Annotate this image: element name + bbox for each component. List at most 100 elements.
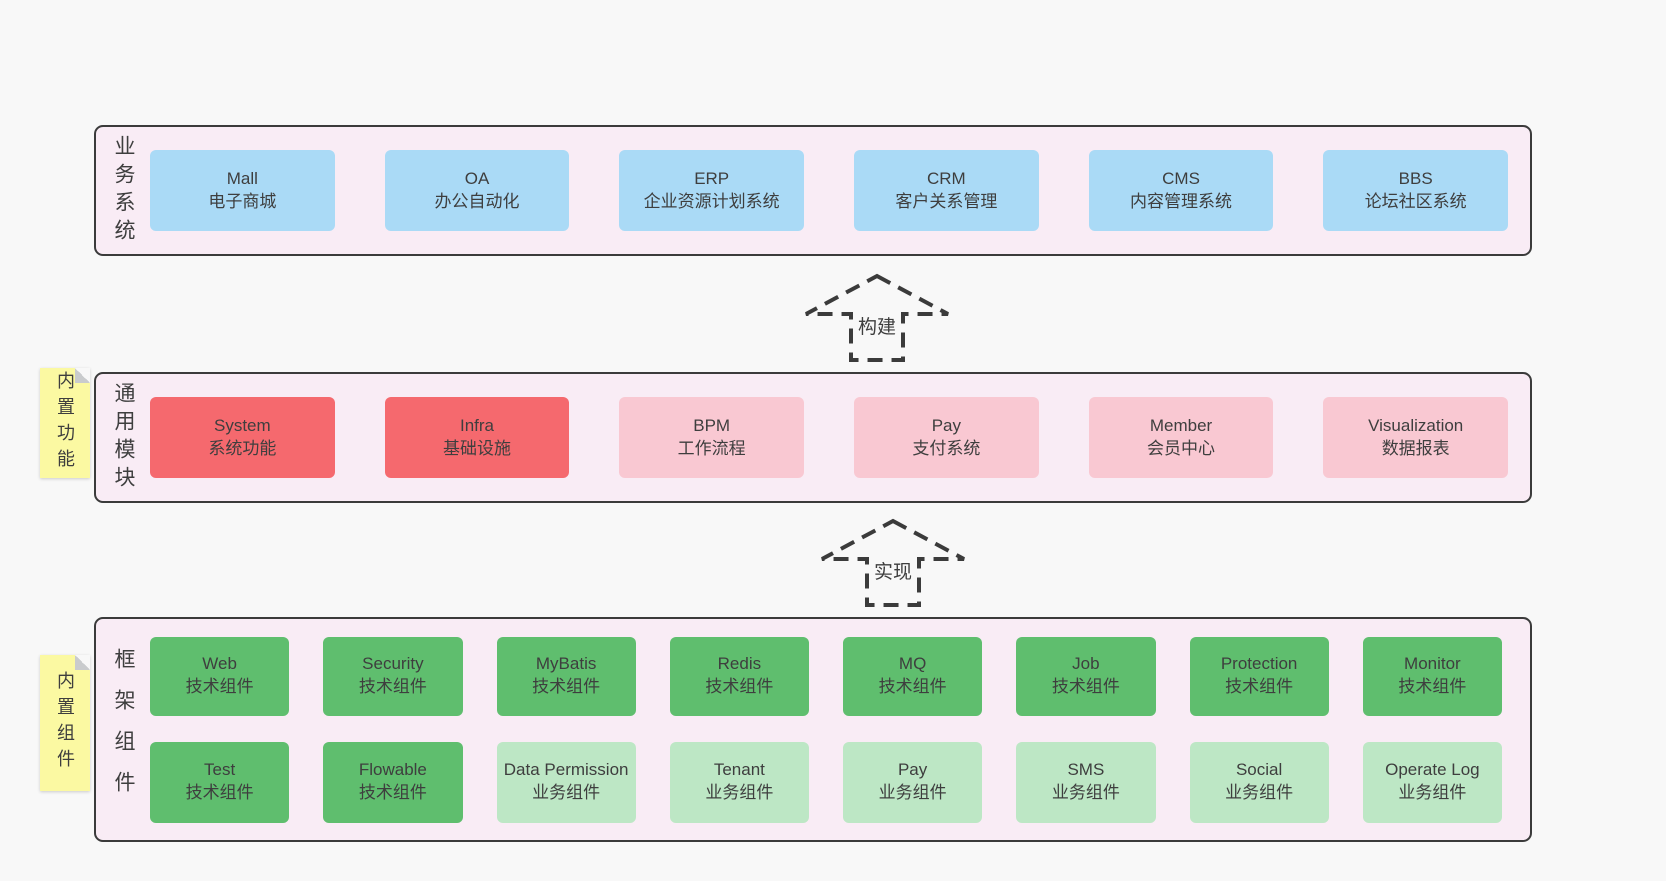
sticky-note-built-in-features: 内置功能: [40, 368, 90, 478]
box-name: Web: [202, 654, 237, 674]
box-infra: Infra 基础设施: [384, 397, 570, 478]
box-desc: 技术组件: [358, 783, 427, 802]
layer-common-modules: 通用模块 System 系统功能 Infra 基础设施 BPM 工作流程 Pay…: [94, 372, 1532, 503]
layer-label-business: 业务系统: [96, 127, 150, 254]
box-name: Mall: [226, 168, 258, 188]
box-mq: MQ 技术组件: [843, 636, 983, 716]
box-job: Job 技术组件: [1016, 636, 1156, 716]
layer-label-text: 框架组件: [112, 647, 135, 812]
box-bpm: BPM 工作流程: [619, 397, 805, 478]
box-desc: 企业资源计划系统: [643, 191, 780, 211]
box-protection: Protection 技术组件: [1189, 636, 1329, 716]
box-desc: 办公自动化: [434, 191, 520, 211]
box-name: BPM: [693, 415, 731, 435]
box-name: Monitor: [1404, 654, 1461, 674]
box-crm: CRM 客户关系管理: [854, 150, 1039, 231]
box-data-permission: Data Permission 业务组件: [496, 741, 636, 823]
dashed-up-arrow-icon: [821, 518, 965, 607]
box-web: Web 技术组件: [150, 636, 290, 716]
box-desc: 业务组件: [1225, 783, 1294, 802]
layer-business-systems: 业务系统 Mall 电子商城 OA 办公自动化 ERP 企业资源计划系统 CRM…: [94, 125, 1532, 256]
box-social: Social 业务组件: [1189, 741, 1329, 823]
box-name: Job: [1072, 654, 1100, 674]
layer-label-text: 业务系统: [112, 134, 135, 247]
box-name: Redis: [717, 654, 762, 674]
box-visualization: Visualization 数据报表: [1323, 397, 1509, 478]
box-desc: 技术组件: [1398, 677, 1467, 696]
note-text: 内置组件: [55, 671, 75, 775]
box-desc: 业务组件: [705, 783, 774, 802]
dashed-up-arrow-icon: [805, 273, 949, 362]
box-name: BBS: [1398, 168, 1433, 188]
box-desc: 技术组件: [705, 677, 774, 696]
box-operate-log: Operate Log 业务组件: [1362, 741, 1502, 823]
box-desc: 业务组件: [532, 783, 601, 802]
box-name: SMS: [1067, 760, 1105, 780]
box-flowable: Flowable 技术组件: [323, 741, 463, 823]
box-desc: 系统功能: [208, 438, 277, 458]
box-pay-component: Pay 业务组件: [843, 741, 983, 823]
box-name: CMS: [1162, 168, 1200, 188]
box-desc: 论坛社区系统: [1364, 191, 1467, 211]
box-name: Flowable: [358, 760, 427, 780]
box-name: Data Permission: [503, 760, 629, 780]
box-name: Pay: [931, 415, 961, 435]
box-redis: Redis 技术组件: [669, 636, 809, 716]
box-desc: 技术组件: [185, 783, 254, 802]
box-bbs: BBS 论坛社区系统: [1323, 150, 1509, 231]
box-desc: 会员中心: [1147, 438, 1216, 458]
box-name: Visualization: [1368, 415, 1464, 435]
box-desc: 技术组件: [878, 677, 947, 696]
box-name: MyBatis: [535, 654, 597, 674]
box-desc: 支付系统: [912, 438, 981, 458]
folded-corner-icon: [75, 655, 90, 670]
module-boxes-row: System 系统功能 Infra 基础设施 BPM 工作流程 Pay 支付系统…: [150, 374, 1530, 501]
box-name: Protection: [1220, 654, 1298, 674]
box-oa: OA 办公自动化: [384, 150, 570, 231]
layer-label-modules: 通用模块: [96, 374, 150, 501]
folded-corner-icon: [75, 368, 90, 383]
box-tenant: Tenant 业务组件: [669, 741, 809, 823]
box-name: CRM: [926, 168, 966, 188]
box-monitor: Monitor 技术组件: [1362, 636, 1502, 716]
arrow-build-label: 构建: [855, 312, 899, 339]
business-boxes-row: Mall 电子商城 OA 办公自动化 ERP 企业资源计划系统 CRM 客户关系…: [150, 127, 1530, 254]
box-name: Tenant: [713, 760, 765, 780]
box-desc: 工作流程: [677, 438, 746, 458]
box-desc: 业务组件: [1051, 783, 1120, 802]
box-name: Pay: [897, 760, 928, 780]
box-desc: 业务组件: [1398, 783, 1467, 802]
box-name: Social: [1235, 760, 1283, 780]
box-test: Test 技术组件: [150, 741, 290, 823]
box-desc: 技术组件: [1051, 677, 1120, 696]
box-desc: 技术组件: [185, 677, 254, 696]
box-desc: 数据报表: [1381, 438, 1450, 458]
box-desc: 客户关系管理: [895, 191, 998, 211]
box-member: Member 会员中心: [1088, 397, 1274, 478]
box-desc: 内容管理系统: [1130, 191, 1233, 211]
box-name: Test: [204, 760, 236, 780]
box-name: Member: [1149, 415, 1213, 435]
box-system: System 系统功能: [150, 397, 335, 478]
box-desc: 基础设施: [443, 438, 511, 458]
arrow-implement: 实现: [818, 517, 968, 609]
box-desc: 技术组件: [532, 677, 601, 696]
box-erp: ERP 企业资源计划系统: [619, 150, 805, 231]
box-desc: 业务组件: [878, 783, 947, 802]
box-desc: 技术组件: [1225, 677, 1294, 696]
box-pay-module: Pay 支付系统: [854, 397, 1039, 478]
sticky-note-built-in-components: 内置组件: [40, 655, 90, 791]
box-name: MQ: [898, 654, 927, 674]
box-name: ERP: [694, 168, 730, 188]
arrow-implement-label: 实现: [871, 557, 915, 584]
layer-label-frame: 框架组件: [96, 619, 150, 840]
box-name: OA: [464, 168, 490, 188]
box-security: Security 技术组件: [323, 636, 463, 716]
arrow-build: 构建: [802, 272, 952, 364]
box-desc: 电子商城: [208, 191, 277, 211]
box-name: Operate Log: [1385, 760, 1480, 780]
box-desc: 技术组件: [358, 677, 427, 696]
box-name: Infra: [459, 415, 495, 435]
layer-framework-components: 框架组件 Web 技术组件 Security 技术组件 MyBatis 技术组件…: [94, 617, 1532, 842]
box-mall: Mall 电子商城: [150, 150, 335, 231]
